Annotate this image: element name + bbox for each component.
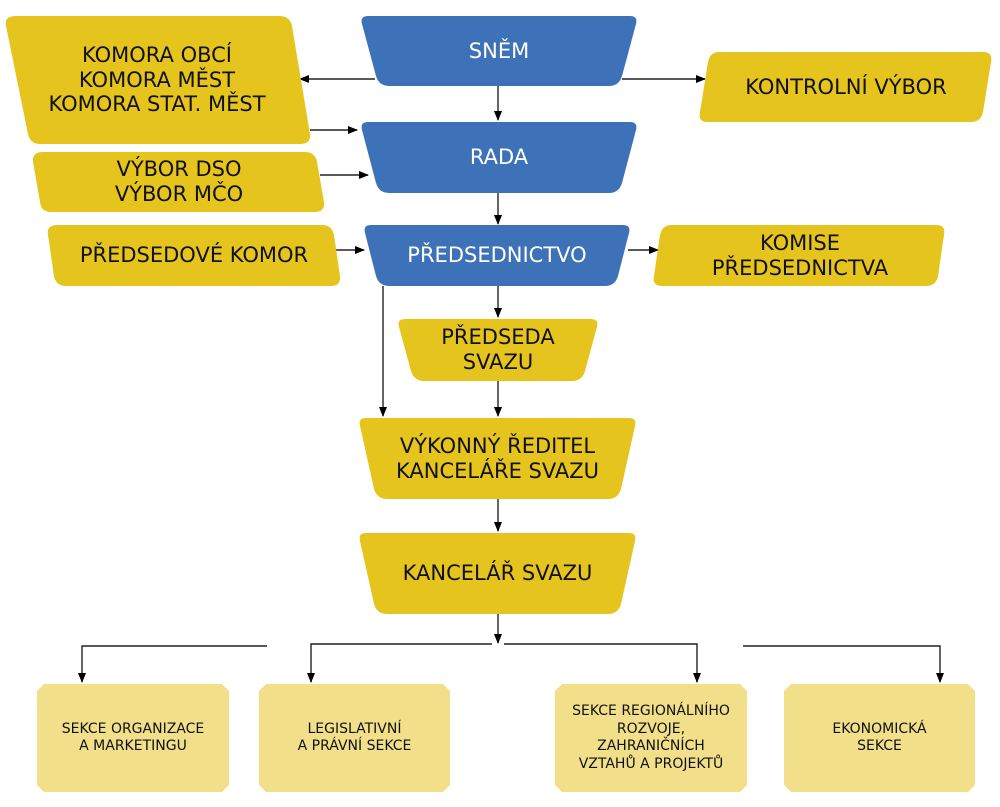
arrow-to-sekce-4 [743, 645, 944, 683]
shape-trapezoid [364, 225, 630, 286]
section-organizace-marketing: SEKCE ORGANIZACE A MARKETINGU [37, 684, 229, 792]
shape-trapezoid [359, 533, 636, 614]
node-snem: SNĚM [360, 16, 638, 86]
arrow-to-sekce-3 [504, 643, 701, 683]
arrow-to-sekce-2 [307, 643, 492, 683]
label-predseda: PŘEDSEDA SVAZU [441, 325, 555, 374]
label-section-4: EKONOMICKÁ SEKCE [832, 720, 927, 755]
node-kancelar: KANCELÁŘ SVAZU [358, 533, 637, 614]
label-reditel: VÝKONNÝ ŘEDITEL KANCELÁŘE SVAZU [396, 433, 599, 483]
shape-trapezoid [359, 418, 636, 499]
node-reditel: VÝKONNÝ ŘEDITEL KANCELÁŘE SVAZU [358, 418, 637, 499]
label-section-1: SEKCE ORGANIZACE A MARKETINGU [61, 720, 205, 755]
label-predsednictvo: PŘEDSEDNICTVO [407, 243, 587, 268]
shape-parallelogram [47, 225, 341, 286]
label-rada: RADA [469, 145, 529, 170]
label-komory: KOMORA OBCÍ KOMORA MĚST KOMORA STAT. MĚS… [48, 42, 266, 117]
section-regionalni-rozvoj: SEKCE REGIONÁLNÍHO ROZVOJE, ZAHRANIČNÍCH… [555, 684, 747, 792]
shape-parallelogram [653, 225, 945, 286]
shape-trapezoid [361, 122, 637, 193]
shape-trapezoid [398, 319, 598, 381]
label-section-3: SEKCE REGIONÁLNÍHO ROZVOJE, ZAHRANIČNÍCH… [572, 703, 730, 772]
node-komise: KOMISE PŘEDSEDNICTVA [653, 225, 946, 286]
shape-trapezoid [361, 16, 637, 86]
label-komise: KOMISE PŘEDSEDNICTVA [711, 230, 889, 280]
shape-octagon [784, 684, 975, 792]
node-rada: RADA [360, 122, 638, 193]
node-predseda: PŘEDSEDA SVAZU [397, 319, 599, 381]
shape-parallelogram [699, 52, 992, 122]
shape-parallelogram [32, 152, 325, 212]
node-predsednictvo: PŘEDSEDNICTVO [363, 225, 631, 286]
node-vybory: VÝBOR DSO VÝBOR MČO [32, 152, 325, 212]
label-snem: SNĚM [468, 38, 530, 63]
label-kancelar: KANCELÁŘ SVAZU [402, 561, 593, 586]
label-section-2: LEGISLATIVNÍ A PRÁVNÍ SEKCE [297, 720, 412, 755]
section-legislativni: LEGISLATIVNÍ A PRÁVNÍ SEKCE [259, 684, 450, 792]
node-komory: KOMORA OBCÍ KOMORA MĚST KOMORA STAT. MĚS… [4, 16, 311, 144]
shape-octagon [555, 684, 747, 792]
section-ekonomicka: EKONOMICKÁ SEKCE [784, 684, 975, 792]
shape-octagon [37, 684, 229, 792]
label-vybory: VÝBOR DSO VÝBOR MČO [114, 157, 244, 206]
label-predsedove-komor: PŘEDSEDOVÉ KOMOR [79, 243, 309, 268]
shape-parallelogram [5, 16, 311, 144]
node-predsedove-komor: PŘEDSEDOVÉ KOMOR [47, 225, 341, 286]
node-kontrolni-vybor: KONTROLNÍ VÝBOR [699, 52, 993, 122]
arrow-to-sekce-1 [78, 645, 267, 683]
shape-octagon [259, 684, 450, 792]
label-kontrolni-vybor: KONTROLNÍ VÝBOR [745, 74, 947, 99]
